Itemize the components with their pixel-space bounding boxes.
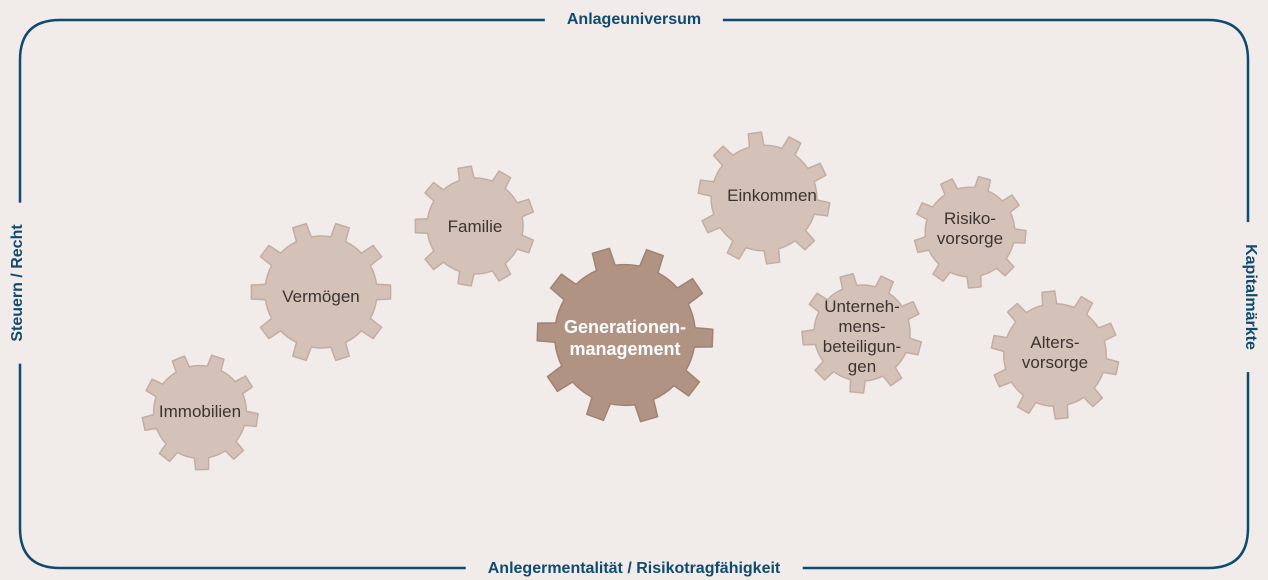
gear-label-vermoegen: Vermögen — [282, 287, 360, 307]
gear-text-line: Familie — [447, 217, 503, 236]
gear-text-line: Generationen- — [563, 317, 687, 337]
gear-text-line: vorsorge — [1021, 353, 1089, 372]
frame-label-right: Kapitalmärkte — [1240, 222, 1260, 372]
gear-text-line: management — [569, 339, 681, 359]
frame-label-left: Steuern / Recht — [8, 202, 28, 364]
gear-label-risikovorsorge: Risiko- vorsorge — [937, 209, 1003, 249]
frame-label-bottom: Anlegermentalität / Risikotragfähigkeit — [465, 559, 803, 579]
frame-border — [18, 18, 1250, 570]
gear-alters — [990, 290, 1120, 420]
gear-text-line: mens- — [838, 317, 886, 336]
gear-text-line: Alters- — [1030, 333, 1080, 352]
gear-label-einkommen: Einkommen — [727, 186, 817, 206]
frame-label-top: Anlageuniversum — [544, 10, 724, 30]
gear-label-immobilien: Immobilien — [159, 402, 241, 422]
gear-text-line: Einkommen — [727, 186, 817, 205]
gear-label-unternehmensbeteiligungen: Unterneh- mens- beteiligun- gen — [823, 297, 901, 377]
gear-einkommen — [697, 131, 831, 265]
gear-immobilien — [141, 354, 259, 471]
gear-unternehmens — [801, 272, 923, 394]
gear-risiko — [913, 175, 1027, 289]
gear-label-altersvorsorge: Alters- vorsorge — [1022, 333, 1088, 373]
gear-familie — [414, 165, 535, 287]
gear-text-line: Unterneh- — [824, 297, 900, 316]
gear-text-line: vorsorge — [936, 229, 1004, 248]
gear-label-generationenmanagement: Generationen- management — [564, 316, 686, 360]
gear-text-line: Risiko- — [944, 209, 996, 228]
gear-generationen — [536, 247, 714, 423]
gear-text-line: gen — [847, 357, 877, 376]
gear-vermoegen — [250, 222, 392, 362]
gear-text-line: Vermögen — [282, 287, 360, 306]
gear-text-line: Immobilien — [158, 402, 242, 421]
gear-text-line: beteiligun- — [822, 337, 902, 356]
gear-label-familie: Familie — [448, 217, 503, 237]
